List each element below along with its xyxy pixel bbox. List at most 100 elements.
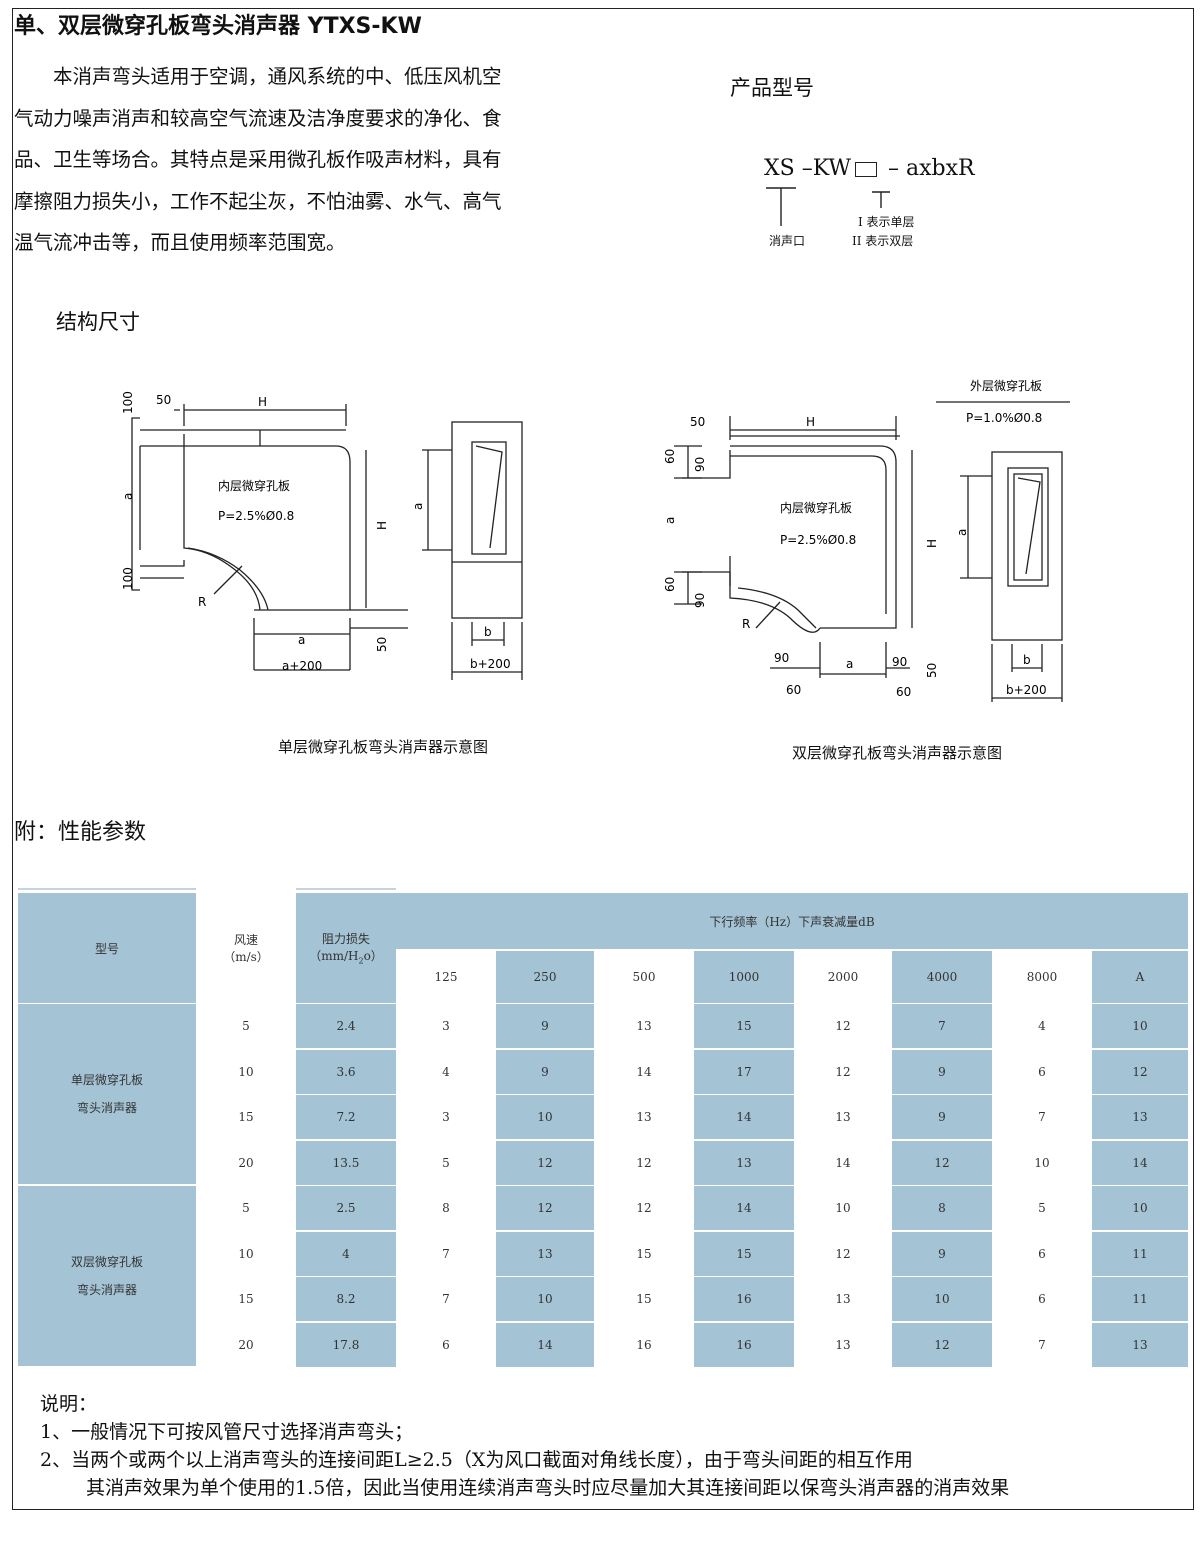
frequency-header: 4000 <box>892 951 992 1003</box>
attenuation-cell: 3 <box>442 1110 450 1124</box>
attenuation-cell: 10 <box>835 1201 851 1215</box>
dim-a-left: a <box>663 517 677 524</box>
attenuation-cell: 14 <box>636 1064 652 1079</box>
table-top-rule <box>18 888 196 890</box>
model-code-brackets <box>766 187 890 226</box>
attenuation-cell: 8 <box>892 1186 992 1230</box>
page-title: 单、双层微穿孔板弯头消声器 YTXS-KW <box>14 14 422 39</box>
dim-r: R <box>742 617 750 631</box>
dim-50-bottom: 50 <box>925 663 939 678</box>
single-layer-legend: I 表示单层 <box>858 215 915 229</box>
resistance-cell: 8.2 <box>296 1277 396 1321</box>
speed-cell: 15 <box>238 1292 254 1306</box>
model-code-suffix: – axbxR <box>888 156 975 181</box>
attenuation-cell: 6 <box>1038 1064 1046 1079</box>
attenuation-cell: 12 <box>636 1155 652 1170</box>
single-diagram-caption: 单层微穿孔板弯头消声器示意图 <box>278 738 489 756</box>
attenuation-cell: 10 <box>1092 1004 1188 1048</box>
notes-heading: 说明： <box>40 1393 98 1415</box>
attenuation-cell: 14 <box>835 1155 851 1170</box>
page-frame <box>12 8 1194 1510</box>
dim-90-top: 90 <box>693 457 707 472</box>
model-heading: 产品型号 <box>730 76 814 100</box>
attenuation-cell: 7 <box>1038 1110 1046 1124</box>
model-code: XS –KW – axbxR <box>764 156 975 181</box>
attenuation-cell: 11 <box>1092 1231 1188 1276</box>
note-item-continued: 其消声效果为单个使用的1.5倍，因此当使用连续消声弯头时应尽量加大其连接间距以保… <box>86 1477 1010 1499</box>
attenuation-cell: 12 <box>496 1140 594 1185</box>
frequency-header: 2000 <box>827 970 859 984</box>
attenuation-cell: 15 <box>636 1246 652 1261</box>
model-code-prefix: XS –KW <box>764 156 851 181</box>
note-item: 2、当两个或两个以上消声弯头的连接间距L≥2.5（X为风口截面对角线长度），由于… <box>40 1449 913 1471</box>
frequency-header: A <box>1092 951 1188 1003</box>
dim-90-right: 90 <box>892 655 907 669</box>
attenuation-cell: 10 <box>1034 1155 1050 1170</box>
frequency-header: 250 <box>496 951 594 1003</box>
plate-label: 内层微穿孔板 <box>780 500 852 515</box>
attenuation-cell: 12 <box>835 1064 851 1079</box>
dim-100-top: 100 <box>121 391 135 414</box>
table-top-rule <box>296 888 396 890</box>
dim-a-bottom: a <box>846 657 853 671</box>
speed-cell: 20 <box>238 1337 254 1352</box>
attenuation-cell: 13 <box>636 1019 652 1033</box>
dim-a-side: a <box>955 529 969 536</box>
intro-line: 摩擦阻力损失小，工作不起尘灰，不怕油雾、水气、高气 <box>14 189 502 213</box>
attenuation-cell: 4 <box>1038 1019 1046 1033</box>
dim-90-bottom: 90 <box>693 593 707 608</box>
dim-a-bottom: a <box>298 633 305 647</box>
attenuation-cell: 10 <box>496 1277 594 1321</box>
single-layer-diagram: 50 H 100 a 100 R a a+200 50 H 内层微穿孔板 P=2… <box>121 391 523 680</box>
resistance-cell: 3.6 <box>296 1049 396 1094</box>
group-label-line: 双层微穿孔板 <box>70 1255 143 1269</box>
resistance-cell: 2.4 <box>296 1004 396 1048</box>
double-diagram-caption: 双层微穿孔板弯头消声器示意图 <box>792 744 1003 762</box>
double-layer-legend: II 表示双层 <box>852 234 914 248</box>
dim-60-bottom: 60 <box>663 577 677 592</box>
group-label-line: 弯头消声器 <box>76 1101 137 1115</box>
attenuation-cell: 9 <box>496 1049 594 1094</box>
speed-cell: 10 <box>238 1064 254 1079</box>
attenuation-cell: 13 <box>835 1292 851 1306</box>
attenuation-cell: 12 <box>1092 1049 1188 1094</box>
attenuation-cell: 12 <box>892 1322 992 1367</box>
dim-a-side: a <box>411 503 425 510</box>
speed-cell: 10 <box>238 1246 254 1261</box>
dim-50: 50 <box>690 415 705 429</box>
attenuation-cell: 15 <box>694 1231 794 1276</box>
attenuation-cell: 11 <box>1092 1277 1188 1321</box>
attenuation-cell: 13 <box>636 1110 652 1124</box>
attenuation-cell: 12 <box>892 1140 992 1185</box>
attenuation-cell: 9 <box>892 1231 992 1276</box>
dim-b-plus-200: b+200 <box>1006 683 1047 697</box>
dim-h-right: H <box>925 539 939 548</box>
attenuation-cell: 12 <box>835 1246 851 1261</box>
attenuation-cell: 16 <box>694 1322 794 1367</box>
header-resistance-unit: （mm/H2o） <box>309 949 383 966</box>
intro-line: 品、卫生等场合。其特点是采用微孔板作吸声材料，具有 <box>14 148 502 171</box>
attenuation-cell: 14 <box>1092 1140 1188 1185</box>
header-resistance: 阻力损失 （mm/H2o） <box>296 893 396 1003</box>
intro-line: 温气流冲击等，而且使用频率范围宽。 <box>14 231 346 254</box>
dim-h-top: H <box>258 395 267 409</box>
attenuation-cell: 5 <box>1038 1201 1046 1215</box>
dim-b: b <box>1023 653 1031 667</box>
resistance-cell: 7.2 <box>296 1095 396 1139</box>
resistance-cell: 2.5 <box>296 1186 396 1230</box>
group-label: 单层微穿孔板弯头消声器 <box>18 1004 196 1184</box>
intro-line: 气动力噪声消声和较高空气流速及洁净度要求的净化、食 <box>14 106 502 130</box>
attenuation-cell: 13 <box>835 1337 851 1352</box>
attenuation-cell: 5 <box>442 1155 450 1170</box>
speed-cell: 5 <box>242 1201 250 1215</box>
dim-90-left: 90 <box>774 651 789 665</box>
attenuation-cell: 7 <box>442 1292 450 1306</box>
intro-line: 本消声弯头适用于空调，通风系统的中、低压风机空 <box>53 65 502 88</box>
dim-a-left: a <box>121 493 135 500</box>
attenuation-cell: 12 <box>835 1019 851 1033</box>
header-resistance-label: 阻力损失 <box>321 932 370 947</box>
notes: 说明： 1、一般情况下可按风管尺寸选择消声弯头； 2、当两个或两个以上消声弯头的… <box>40 1390 1009 1502</box>
header-speed-unit: （m/s） <box>223 950 269 964</box>
attenuation-cell: 7 <box>1038 1337 1046 1352</box>
attenuation-cell: 7 <box>442 1246 450 1261</box>
